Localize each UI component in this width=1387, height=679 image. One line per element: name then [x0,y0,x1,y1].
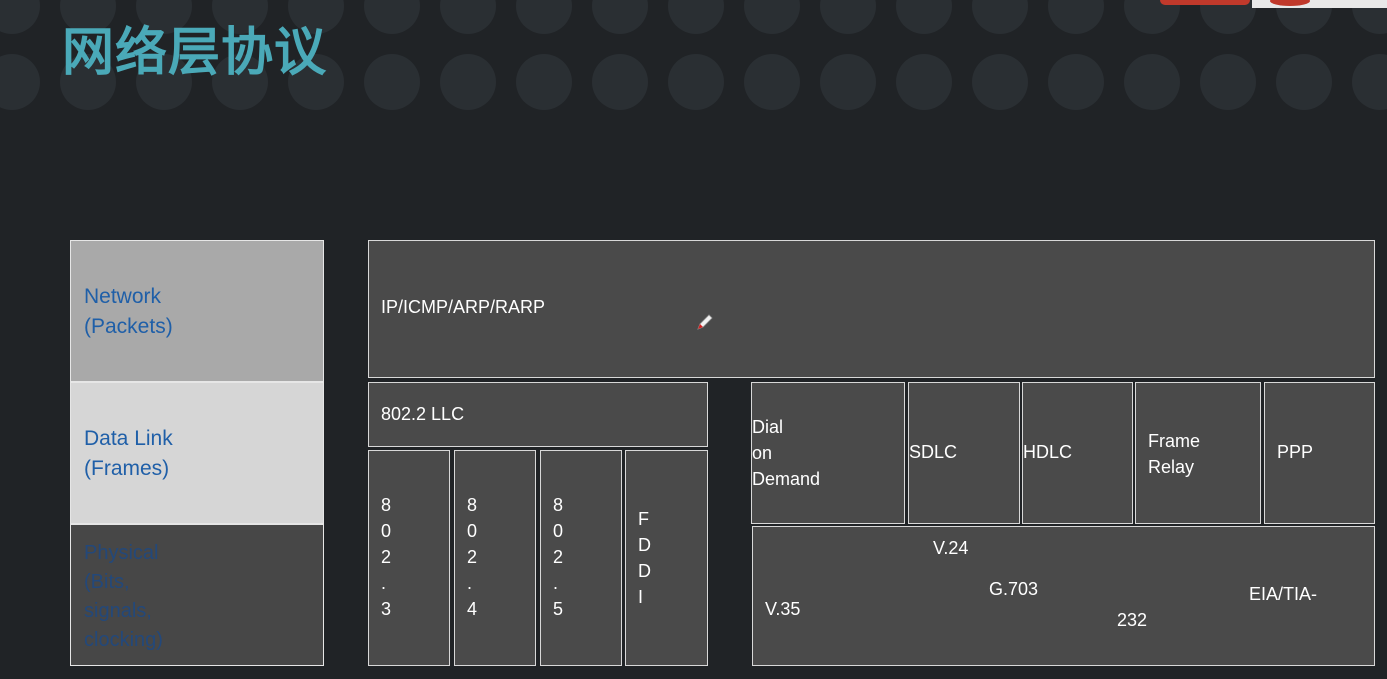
ppp-label: PPP [1277,442,1314,462]
background-dot [364,0,420,34]
layer-network-label: Network (Packets) [84,285,173,338]
background-dot [896,54,952,110]
background-dot [1352,54,1387,110]
background-dot [592,54,648,110]
fddi-label: F D D I [638,509,651,607]
network-protocols-box: IP/ICMP/ARP/RARP [368,240,1375,378]
ieee-802-3-label: 8 0 2 . 3 [381,495,392,619]
background-dot-pattern [0,0,1387,130]
background-dot [0,0,40,34]
background-dot [136,54,192,110]
layer-datalink-label: Data Link (Frames) [84,427,173,480]
slide-title: 网络层协议 [62,23,328,83]
ppp-box: PPP [1264,382,1375,524]
layer-network: Network (Packets) [70,240,324,382]
hdlc-label: HDLC [1023,442,1073,462]
g703-label: G.703 [989,579,1039,599]
background-dot [0,54,40,110]
dial-on-demand-box: Dial on Demand [751,382,905,524]
background-dot [972,54,1028,110]
wan-physical-box: V.24 V.35 G.703 EIA/TIA- 232 [752,526,1375,666]
eia-tia-label: EIA/TIA- [1249,584,1318,604]
background-dot [668,54,724,110]
ieee-802-4-label: 8 0 2 . 4 [467,495,478,619]
hdlc-box: HDLC [1022,382,1133,524]
background-dot [60,54,116,110]
fddi-box: F D D I [625,450,708,666]
background-dot [592,0,648,34]
background-dot [972,0,1028,34]
ieee-802-4-box: 8 0 2 . 4 [454,450,536,666]
llc-label: 802.2 LLC [381,404,465,424]
background-dot [668,0,724,34]
frame-relay-label: Frame Relay [1148,431,1201,477]
background-dot [1200,54,1256,110]
background-dot [744,0,800,34]
dial-on-demand-label: Dial on Demand [752,417,821,489]
background-dot [440,54,496,110]
pen-icon [697,314,713,330]
layer-physical: Physical (Bits, signals, clocking) [70,524,324,666]
sdlc-label: SDLC [909,442,958,462]
background-dot [744,54,800,110]
brand-logo [1160,0,1387,8]
ieee-802-5-label: 8 0 2 . 5 [553,495,564,619]
background-dot [820,0,876,34]
ieee-802-3-box: 8 0 2 . 3 [368,450,450,666]
background-dot [1048,0,1104,34]
background-dot [212,54,268,110]
background-dot [1124,54,1180,110]
background-dot [1276,54,1332,110]
llc-box: 802.2 LLC [368,382,708,447]
v24-label: V.24 [933,538,969,558]
background-dot [288,54,344,110]
background-dot [820,54,876,110]
frame-relay-box: Frame Relay [1135,382,1261,524]
background-dot [440,0,496,34]
layer-physical-label: Physical (Bits, signals, clocking) [84,542,163,651]
v35-label: V.35 [765,599,801,619]
background-dot [1048,54,1104,110]
background-dot [516,54,572,110]
background-dot [516,0,572,34]
ieee-802-5-box: 8 0 2 . 5 [540,450,622,666]
background-dot [896,0,952,34]
layer-datalink: Data Link (Frames) [70,382,324,524]
network-protocols-label: IP/ICMP/ARP/RARP [381,297,546,317]
background-dot [364,54,420,110]
eia-232-label: 232 [1117,610,1148,630]
sdlc-box: SDLC [908,382,1020,524]
